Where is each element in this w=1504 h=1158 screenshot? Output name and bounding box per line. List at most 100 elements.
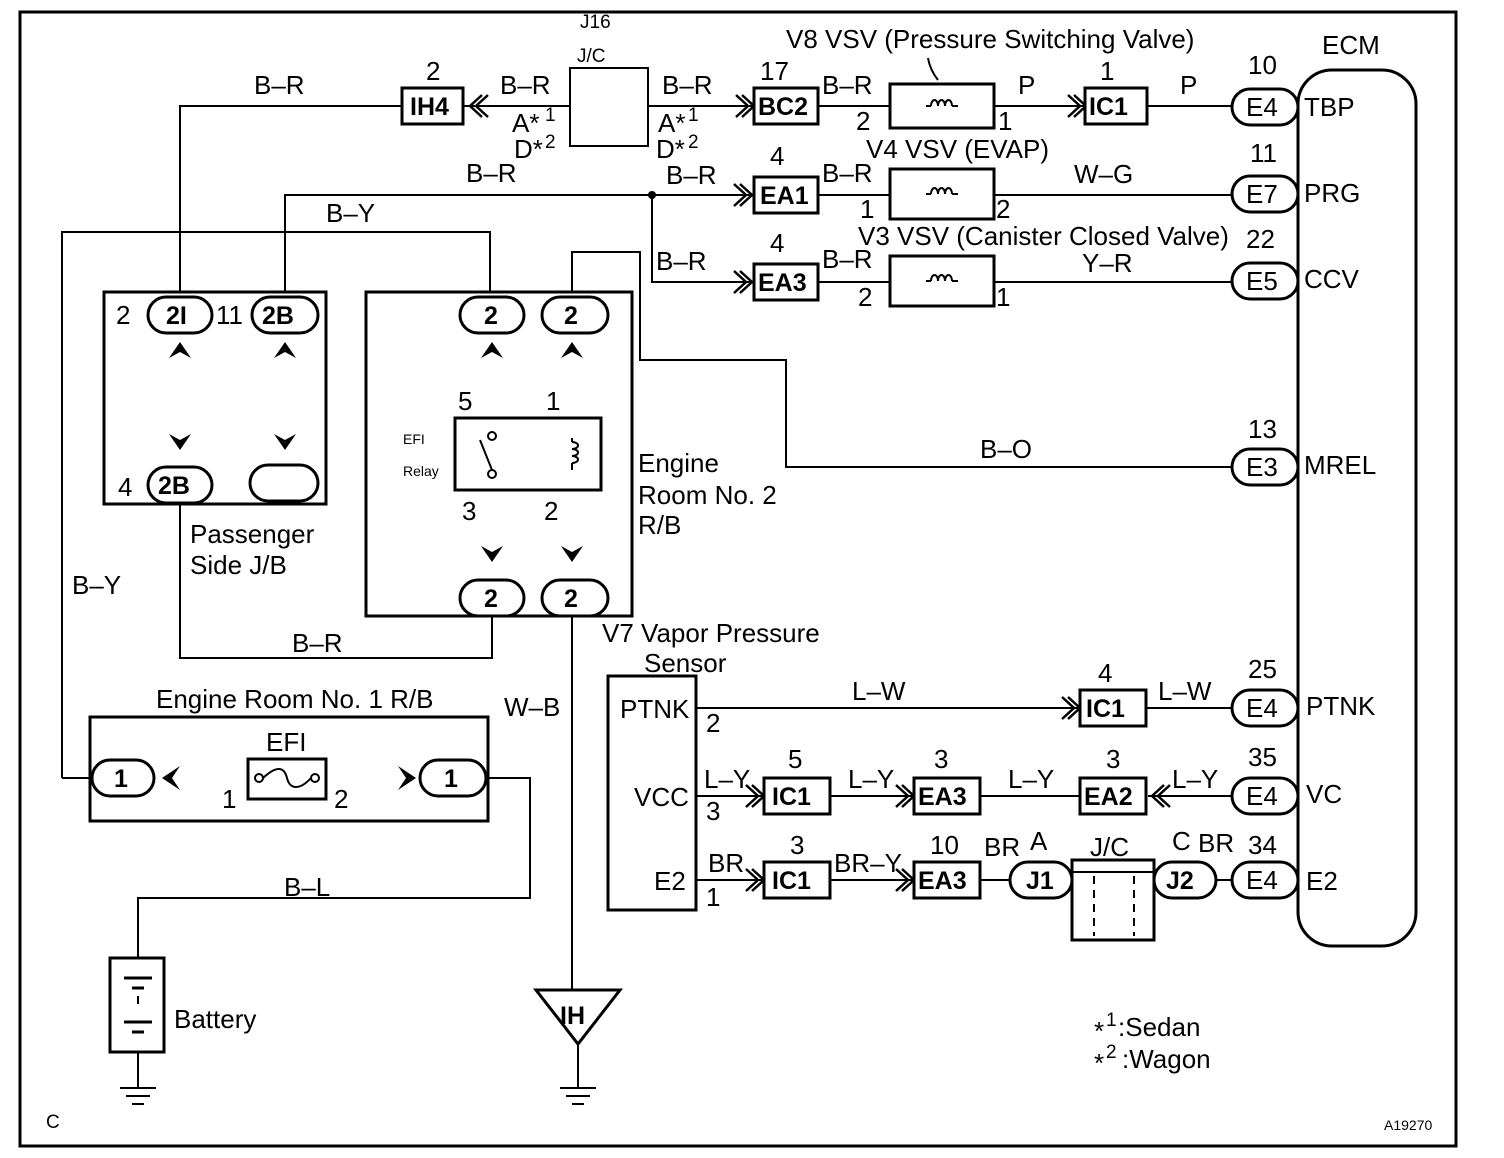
wire-label-y-r: Y–R (1082, 248, 1133, 278)
connector-label: E3 (1246, 452, 1278, 482)
connector-label: E4 (1246, 92, 1278, 122)
wire-label-w-g: W–G (1074, 159, 1133, 189)
pin-number: 13 (1248, 414, 1277, 444)
pin-number: 1 (996, 282, 1010, 312)
pin-number: 4 (1098, 658, 1112, 688)
connector-label: EA3 (758, 269, 807, 297)
ecm-title: ECM (1322, 30, 1380, 60)
variant-a: A* (658, 108, 685, 138)
wire-label-b-r: B–R (292, 628, 343, 658)
variant-sup: 1 (688, 105, 699, 126)
legend-star: * (1094, 1016, 1104, 1046)
connector-label: EA3 (918, 783, 967, 811)
pin-number: 3 (706, 796, 720, 826)
wire-label-b-r: B–R (656, 246, 707, 276)
pin-number: 1 (998, 106, 1012, 136)
connector-j2: C J2 (1152, 826, 1218, 900)
connector-label: E4 (1246, 781, 1278, 811)
pin-number: 35 (1248, 742, 1277, 772)
passenger-side-junction-block: 2 2I 11 2B 4 2B Passenger Side J/B (102, 290, 328, 580)
pin-name: E2 (654, 866, 686, 896)
connector-label: IH4 (410, 93, 449, 121)
legend-wagon: :Wagon (1122, 1044, 1211, 1074)
connector-label: 2B (158, 472, 190, 500)
variant-sup: 1 (545, 105, 556, 126)
ecm-terminal-mrel: 13 E3 MREL (1230, 414, 1376, 487)
engine-room-no2-relay-block: 2 2 5 1 EFI Relay 3 2 2 2 Engine Room No… (364, 290, 777, 618)
passenger-jb-label-2: Side J/B (190, 550, 287, 580)
figure-id: A19270 (1384, 1117, 1432, 1133)
wire-label-p: P (1180, 70, 1197, 100)
pin-number: 25 (1248, 654, 1277, 684)
ecm-terminal-tbp: 10 E4 TBP (1230, 50, 1355, 127)
wires (61, 105, 1232, 1088)
legend-star: * (1094, 1048, 1104, 1078)
wire-label-l-y: L–Y (1172, 764, 1218, 794)
connector-label: E4 (1246, 865, 1278, 895)
er2-label: Engine (638, 448, 719, 478)
wire-label-b-r: B–R (666, 160, 717, 190)
legend-sup: 1 (1106, 1010, 1117, 1031)
connector-label: EA2 (1084, 783, 1133, 811)
connector-label: 2 (564, 302, 578, 330)
wire-label-l-y: L–Y (848, 764, 894, 794)
junction-connector-jc: J/C (1070, 832, 1156, 942)
pin-number: 2 (544, 496, 558, 526)
v3-vsv-canister-closed-valve: V3 VSV (Canister Closed Valve) 2 1 (858, 221, 1229, 312)
wire-color-labels: B–R B–R B–R B–R P P B–R B–R B–R W–G B–R … (72, 70, 1234, 902)
pin-number: 3 (790, 830, 804, 860)
connector-ic1-ptnk: 4 IC1 (1078, 658, 1148, 728)
v7-label: V7 Vapor Pressure (602, 618, 820, 648)
ecm-terminal-ptnk: 25 E4 PTNK (1230, 654, 1376, 728)
wire-label-br-y: BR–Y (834, 848, 902, 878)
wire-label-l-w: L–W (1158, 676, 1212, 706)
wire-label-b-y: B–Y (326, 198, 375, 228)
connector-label: E4 (1246, 693, 1278, 723)
connector-bc2: 17 BC2 (752, 56, 820, 126)
ecm-terminal-ccv: 22 E5 CCV (1230, 224, 1360, 301)
efi-relay-label: EFI (403, 431, 425, 447)
wire-label-l-y: L–Y (1008, 764, 1054, 794)
connector-ea3-ccv: 4 EA3 (752, 228, 820, 302)
v7-label-2: Sensor (644, 648, 727, 678)
wire-label-b-r: B–R (822, 70, 873, 100)
connector-label: 1 (444, 765, 458, 793)
j16-junction-connector: J16 J/C (569, 12, 649, 147)
wire-label-br: BR (984, 832, 1020, 862)
connector-label: IC1 (772, 867, 811, 895)
v7-vapor-pressure-sensor: V7 Vapor Pressure Sensor PTNK VCC E2 2 3… (602, 618, 820, 912)
pin-number: 2 (856, 106, 870, 136)
connector-label: EA1 (760, 182, 809, 210)
ground-icon (120, 1087, 156, 1105)
passenger-jb-label: Passenger (190, 519, 315, 549)
terminal-name: MREL (1304, 450, 1376, 480)
terminal-name: PRG (1304, 178, 1360, 208)
pin-number: 4 (118, 472, 132, 502)
variant-notes-left: A* 1 D* 2 (512, 105, 556, 164)
pin-number: 34 (1248, 830, 1277, 860)
pin-number: 1 (706, 882, 720, 912)
variant-a: A* (512, 108, 539, 138)
connector-label: J2 (1166, 867, 1194, 895)
efi-relay-label-2: Relay (403, 463, 439, 479)
connector-label: 2B (262, 302, 294, 330)
connector-ih4: 2 IH4 (400, 56, 465, 126)
pin-number: 1 (1100, 56, 1114, 86)
wire-label-br: BR (1198, 828, 1234, 858)
v8-vsv-pressure-switching-valve: V8 VSV (Pressure Switching Valve) 2 1 (786, 24, 1194, 136)
er2-label-2: Room No. 2 (638, 480, 777, 510)
pin-name: VCC (634, 782, 689, 812)
variant-notes-right: A* 1 D* 2 (656, 105, 699, 164)
wire-label-l-y: L–Y (704, 764, 750, 794)
connector-ea2-vc: 3 EA2 (1078, 744, 1148, 816)
ecm: ECM (1296, 30, 1418, 948)
connector-label: IC1 (1089, 93, 1128, 121)
er2-label-3: R/B (638, 510, 681, 540)
battery-label: Battery (174, 1004, 256, 1034)
connector-label: 2 (484, 585, 498, 613)
connector-ic1-e2: 3 IC1 (762, 830, 832, 900)
pin-number: A (1030, 826, 1048, 856)
pin-number: 22 (1246, 224, 1275, 254)
wire-label-l-w: L–W (852, 676, 906, 706)
